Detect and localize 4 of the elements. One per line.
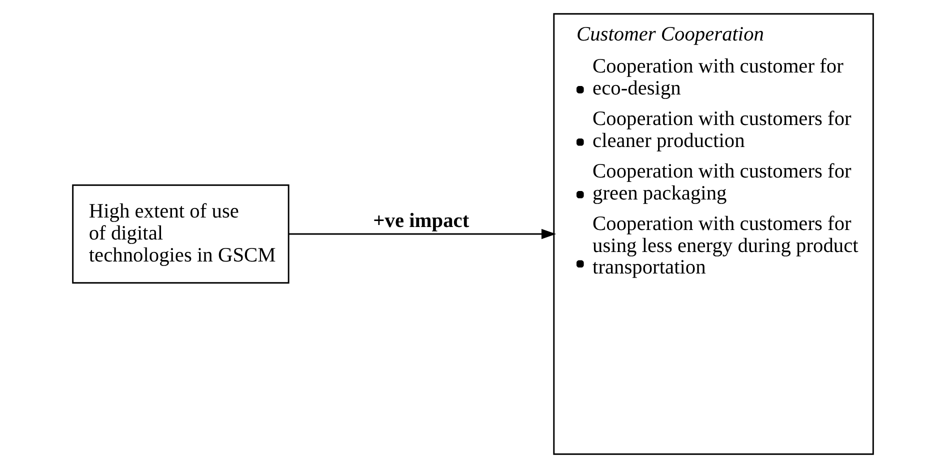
node-box: Customer Cooperation Cooperation with customer for eco-design Cooperation with customers for cleaner production Cooperation with customers for green packaging Cooperation with customers for using less energy during product transportation [553, 13, 874, 455]
node-box: High extent of use of digital technologies in GSCM [72, 184, 290, 284]
arrow [288, 228, 556, 240]
edge-label: +ve impact [373, 210, 470, 232]
